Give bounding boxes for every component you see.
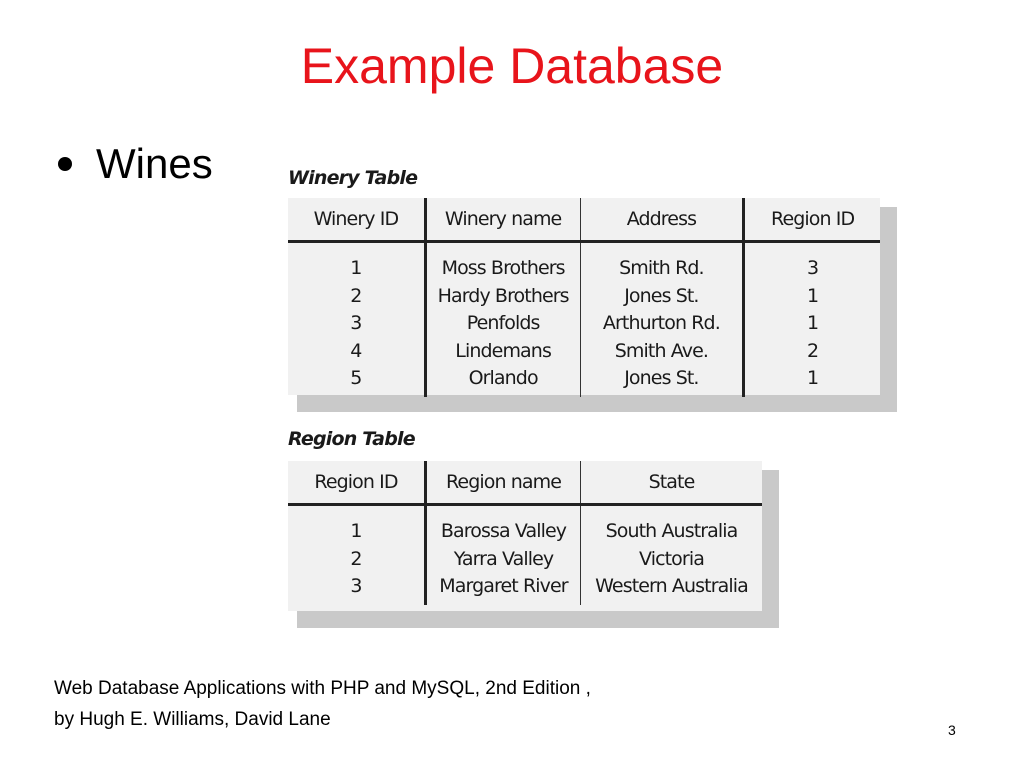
column-header-winery-id: Winery ID xyxy=(288,198,427,243)
table-row: 1 Barossa Valley South Australia xyxy=(288,504,762,546)
table-cell: 3 xyxy=(288,573,427,605)
table-row: 3 Margaret River Western Australia xyxy=(288,573,762,605)
column-header-region-id: Region ID xyxy=(743,198,880,243)
slide-title: Example Database xyxy=(300,38,724,94)
region-table-caption: Region Table xyxy=(288,428,416,450)
table-row: 5 Orlando Jones St. 1 xyxy=(288,365,880,397)
citation: Web Database Applications with PHP and M… xyxy=(54,673,591,735)
table-cell: South Australia xyxy=(605,520,739,542)
table-cell: 2 xyxy=(288,545,427,573)
table-cell: 5 xyxy=(288,365,427,397)
winery-table-caption: Winery Table xyxy=(288,167,418,189)
table-row: 4 Lindemans Smith Ave. 2 xyxy=(288,337,880,365)
citation-line-1: Web Database Applications with PHP and M… xyxy=(54,678,591,699)
column-header-winery-name: Winery name xyxy=(425,198,581,243)
table-row: 3 Penfolds Arthurton Rd. 1 xyxy=(288,310,880,338)
table-row: 2 Yarra Valley Victoria xyxy=(288,545,762,573)
table-cell: Penfolds xyxy=(425,310,581,338)
table-cell: 2 xyxy=(288,282,427,310)
table-cell: Yarra Valley xyxy=(425,545,581,573)
table-cell: 3 xyxy=(807,257,819,279)
table-cell: 1 xyxy=(288,504,427,546)
table-cell: 1 xyxy=(807,312,819,334)
table-cell: Orlando xyxy=(425,365,581,397)
region-table-header-row: Region ID Region name State xyxy=(288,461,762,506)
bullet-text: Wines xyxy=(96,140,213,187)
table-cell: 3 xyxy=(288,310,427,338)
table-cell: 1 xyxy=(807,284,819,307)
table-cell: Smith Ave. xyxy=(580,337,746,365)
bullet-item: Wines xyxy=(58,138,213,190)
table-cell: Margaret River xyxy=(425,573,581,605)
table-cell: Smith Rd. xyxy=(580,241,746,283)
table-cell: Victoria xyxy=(639,547,705,570)
winery-table-header-row: Winery ID Winery name Address Region ID xyxy=(288,198,880,243)
table-cell: Arthurton Rd. xyxy=(580,310,746,338)
winery-table: Winery ID Winery name Address Region ID … xyxy=(288,198,880,397)
citation-line-2: by Hugh E. Williams, David Lane xyxy=(54,709,331,730)
region-table-figure: Region ID Region name State 1 Barossa Va… xyxy=(288,461,779,628)
table-cell: 1 xyxy=(288,241,427,283)
table-cell: Lindemans xyxy=(425,337,581,365)
table-cell: Moss Brothers xyxy=(425,241,581,283)
winery-table-figure: Winery ID Winery name Address Region ID … xyxy=(288,198,897,412)
column-header-region-id: Region ID xyxy=(288,461,427,506)
table-cell: Hardy Brothers xyxy=(425,282,581,310)
table-cell: 2 xyxy=(807,339,819,362)
column-header-state: State xyxy=(580,461,762,506)
table-cell: Jones St. xyxy=(580,365,746,397)
column-header-region-name: Region name xyxy=(425,461,581,506)
table-cell: Barossa Valley xyxy=(425,504,581,546)
page-number: 3 xyxy=(948,722,956,738)
table-cell: Jones St. xyxy=(580,282,746,310)
bullet-dot-icon xyxy=(58,156,72,171)
table-cell: Western Australia xyxy=(595,575,749,597)
table-row: 2 Hardy Brothers Jones St. 1 xyxy=(288,282,880,310)
table-cell: 1 xyxy=(807,367,819,389)
column-header-address: Address xyxy=(580,198,746,243)
region-table: Region ID Region name State 1 Barossa Va… xyxy=(288,461,762,611)
table-row: 1 Moss Brothers Smith Rd. 3 xyxy=(288,241,880,283)
table-cell: 4 xyxy=(288,337,427,365)
